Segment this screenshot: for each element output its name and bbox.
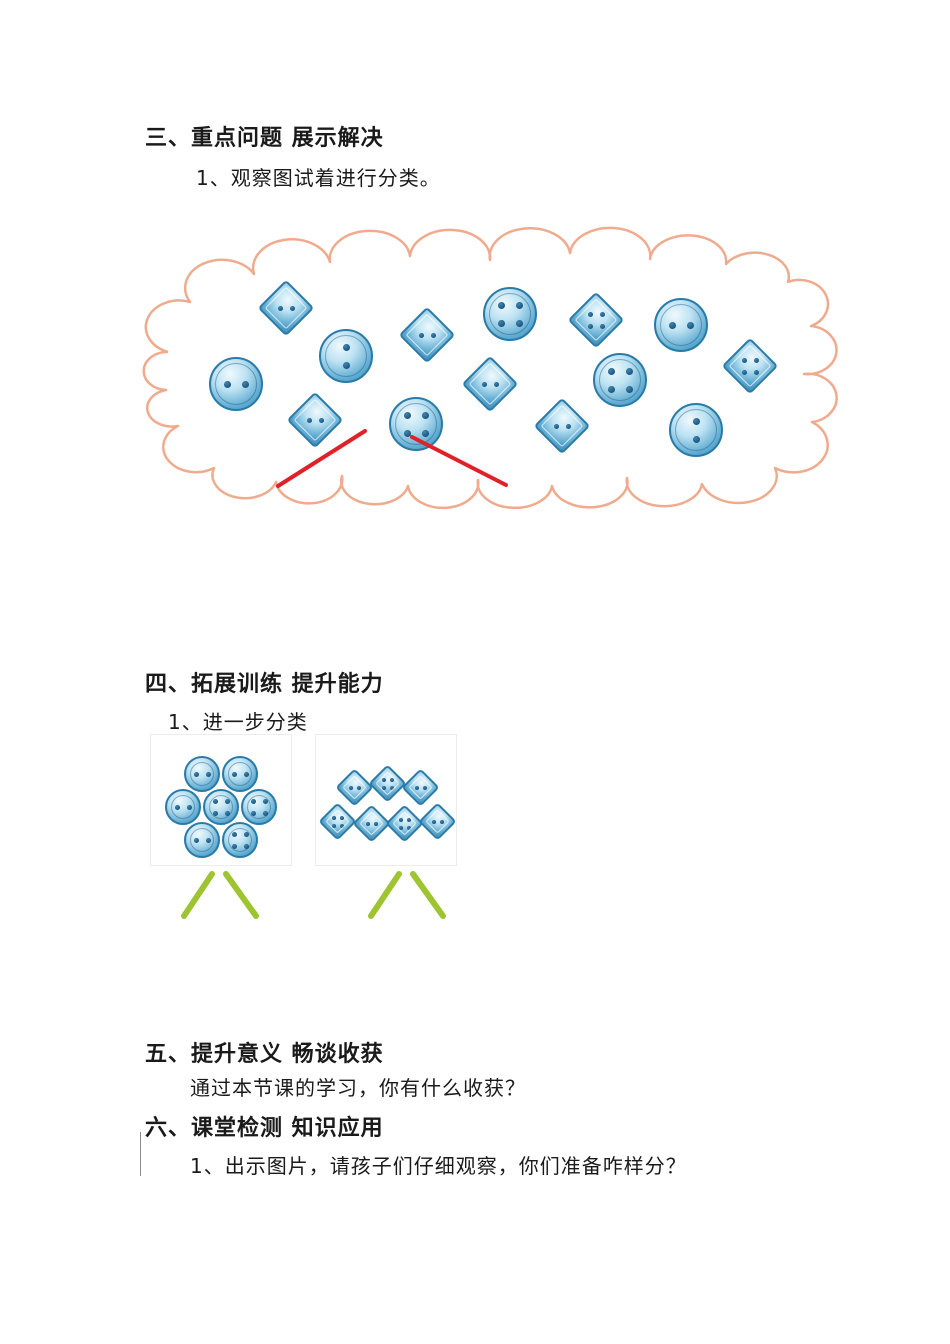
button-hole — [414, 785, 418, 789]
red-line — [276, 429, 367, 488]
cloud-button-layer — [150, 240, 815, 490]
button-hole — [398, 817, 402, 821]
button-hole — [381, 777, 385, 781]
green-branch-lines — [181, 871, 446, 919]
button-hole — [262, 810, 268, 816]
circle-button-4holes — [389, 397, 443, 451]
button-classification-figure — [142, 226, 838, 510]
button-hole — [193, 837, 199, 843]
circle-button-4holes — [593, 353, 647, 407]
diamond-button-2holes — [351, 803, 391, 843]
diamond-button-group — [315, 734, 457, 866]
button-hole — [262, 798, 268, 804]
circle-button-4holes — [483, 287, 537, 341]
button-hole — [205, 771, 211, 777]
circle-button-2holes — [319, 329, 373, 383]
red-classification-lines — [276, 429, 508, 488]
diamond-button-4holes — [317, 801, 357, 841]
section3-item: 1、观察图试着进行分类。 — [196, 166, 441, 190]
section3-heading: 三、重点问题 展示解决 — [145, 126, 384, 151]
button-hole — [389, 777, 393, 781]
button-hole — [224, 810, 230, 816]
circle-button-4holes — [203, 789, 239, 825]
button-hole — [331, 823, 335, 827]
section4-item: 1、进一步分类 — [168, 710, 308, 734]
button-hole — [250, 810, 256, 816]
circle-button-group — [150, 734, 292, 866]
diamond-button-2holes — [417, 801, 457, 841]
button-hole — [231, 843, 237, 849]
circle-button-2holes — [669, 403, 723, 457]
circle-button-2holes — [165, 789, 201, 825]
circle-button-2holes — [654, 298, 708, 352]
button-hole — [186, 804, 192, 810]
section6-item: 1、出示图片，请孩子们仔细观察，你们准备咋样分？ — [190, 1154, 687, 1178]
green-branch-line — [410, 871, 446, 919]
button-hole — [193, 771, 199, 777]
button-hole — [243, 771, 249, 777]
red-line — [410, 435, 508, 487]
button-hole — [339, 815, 343, 819]
circle-button-2holes — [222, 756, 258, 792]
green-branch-line — [181, 871, 215, 919]
section5-item: 通过本节课的学习，你有什么收获？ — [190, 1076, 526, 1100]
button-hole — [205, 837, 211, 843]
button-hole — [406, 817, 410, 821]
button-hole — [250, 798, 256, 804]
section4-heading: 四、拓展训练 提升能力 — [145, 672, 384, 697]
section5-heading: 五、提升意义 畅谈收获 — [145, 1042, 384, 1067]
diamond-button-2holes — [334, 767, 374, 807]
circle-button-4holes — [222, 822, 258, 858]
circle-button-4holes — [241, 789, 277, 825]
green-branch-line — [368, 871, 402, 919]
button-hole — [373, 821, 377, 825]
button-hole — [212, 810, 218, 816]
diamond-button-2holes — [400, 767, 440, 807]
button-hole — [389, 785, 393, 789]
button-hole — [356, 785, 360, 789]
section6-heading: 六、课堂检测 知识应用 — [145, 1116, 384, 1141]
button-hole — [406, 825, 410, 829]
cloud-outline — [142, 226, 838, 510]
green-branch-line — [223, 871, 259, 919]
button-hole — [431, 819, 435, 823]
diamond-button-4holes — [384, 803, 424, 843]
margin-cursor-line — [140, 1132, 141, 1176]
diamond-button-4holes — [367, 763, 407, 803]
button-hole — [422, 785, 426, 789]
button-hole — [212, 798, 218, 804]
grouped-buttons-figure — [150, 734, 460, 866]
button-hole — [348, 785, 352, 789]
button-hole — [224, 798, 230, 804]
button-hole — [174, 804, 180, 810]
button-hole — [231, 831, 237, 837]
circle-button-2holes — [184, 756, 220, 792]
button-hole — [381, 785, 385, 789]
button-hole — [439, 819, 443, 823]
button-hole — [331, 815, 335, 819]
button-hole — [243, 843, 249, 849]
button-hole — [339, 823, 343, 827]
button-hole — [365, 821, 369, 825]
button-hole — [398, 825, 402, 829]
button-hole — [231, 771, 237, 777]
circle-button-2holes — [184, 822, 220, 858]
button-hole — [243, 831, 249, 837]
circle-button-2holes — [209, 357, 263, 411]
